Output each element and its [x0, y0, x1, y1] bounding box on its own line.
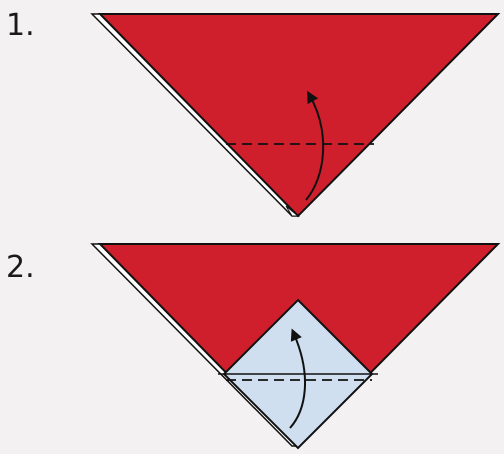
step-2-diagram: [92, 244, 498, 448]
step-1-red-triangle: [100, 14, 498, 216]
step-1-diagram: [92, 14, 498, 216]
